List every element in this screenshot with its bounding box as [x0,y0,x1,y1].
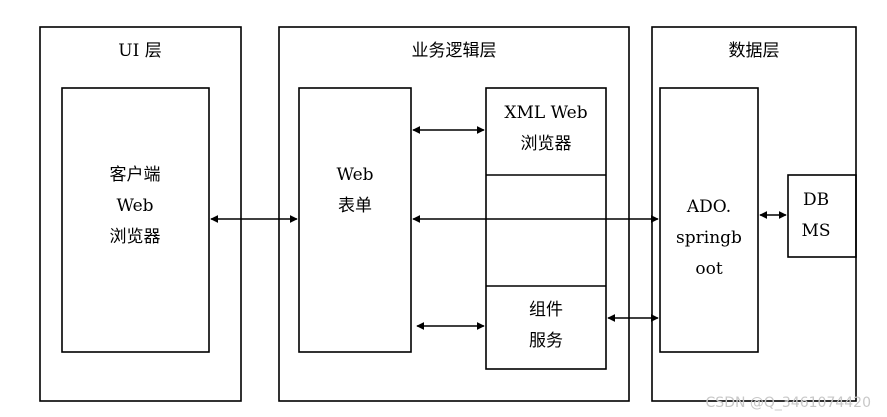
business-layer-title: 业务逻辑层 [412,41,497,61]
ado-label-line2: springb [676,228,742,248]
client-label-line2: Web [116,196,153,216]
ado-label-line3: oot [695,259,722,279]
dbms-box [787,174,857,258]
client-browser-box [61,87,210,353]
dbms-label-line2: MS [801,221,830,241]
webform-label-line2: 表单 [338,196,372,216]
component-label-line1: 组件 [529,300,563,320]
client-label-line3: 浏览器 [110,227,161,247]
data-layer-box [651,26,857,402]
ui-layer-title: UI 层 [118,41,161,61]
service-stack-box [485,87,607,370]
component-label-line2: 服务 [529,331,563,351]
watermark: CSDN @Q_3461074420 [705,395,871,411]
xml-browser-label-line2: 浏览器 [521,134,572,154]
data-layer-title: 数据层 [729,41,780,61]
ui-layer-box [39,26,242,402]
web-form-box [298,87,412,353]
xml-browser-label-line1: XML Web [504,103,587,123]
webform-label-line1: Web [336,165,373,185]
client-label-line1: 客户端 [110,165,161,185]
business-layer-box [278,26,630,402]
ado-box [659,87,759,353]
dbms-label-line1: DB [803,190,829,210]
ado-label-line1: ADO. [686,197,731,217]
